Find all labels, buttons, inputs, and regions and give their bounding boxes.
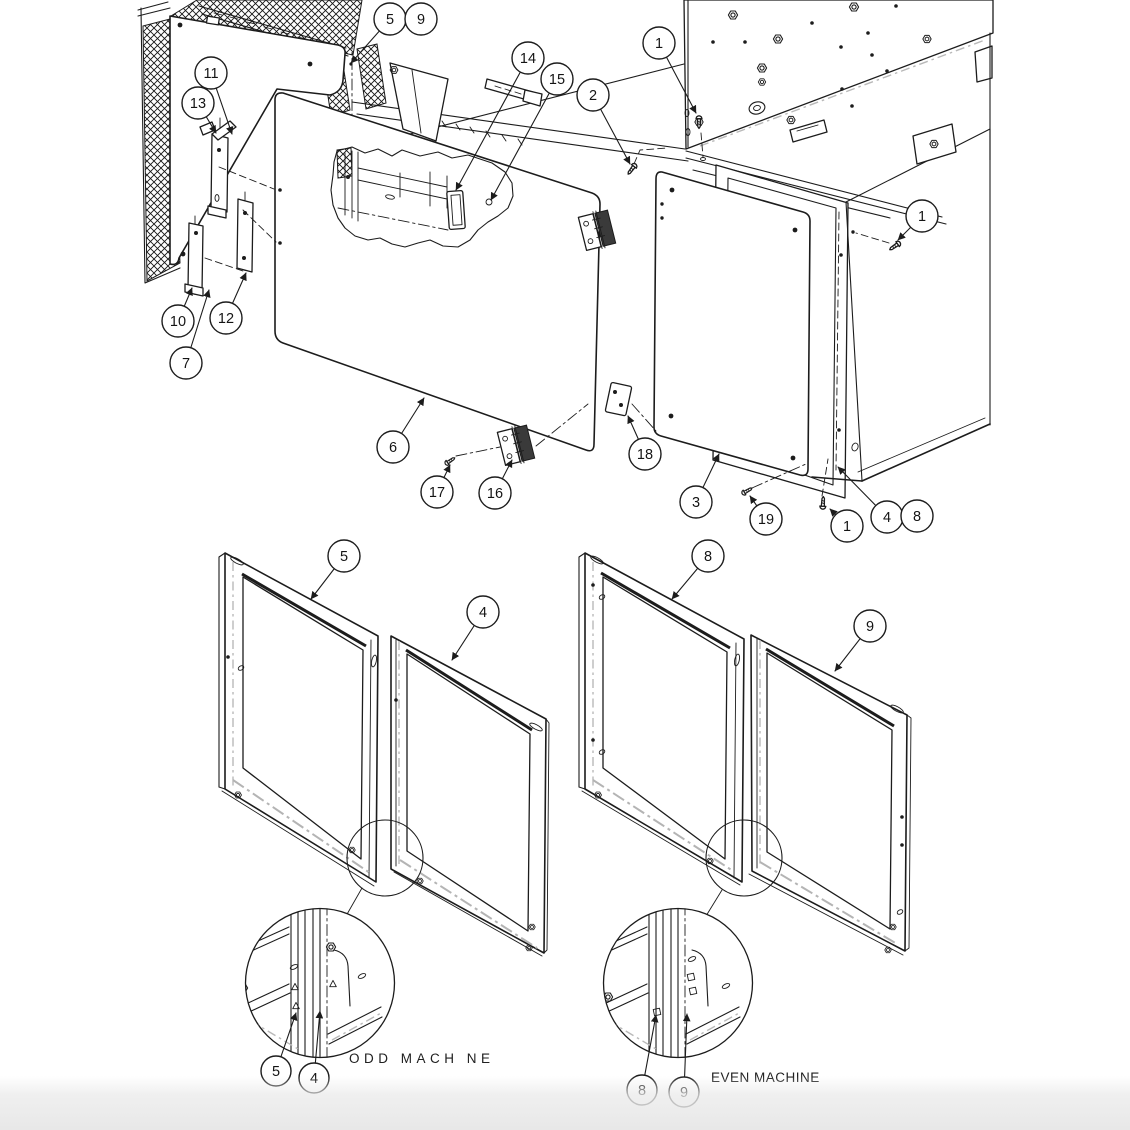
svg-text:11: 11: [203, 66, 218, 82]
hinge-centerline: [535, 403, 589, 447]
svg-text:12: 12: [218, 311, 234, 327]
callout-15: 15: [490, 62, 574, 201]
label-odd-machine: ODD MACH NE: [349, 1051, 495, 1066]
callout-18: 18: [627, 415, 662, 471]
svg-text:10: 10: [170, 314, 186, 330]
svg-text:6: 6: [389, 440, 397, 456]
latch: [748, 101, 766, 115]
frame-5-odd: [218, 552, 379, 887]
detail-connector-even: [705, 889, 723, 917]
svg-text:2: 2: [589, 88, 597, 104]
svg-text:5: 5: [272, 1064, 280, 1080]
bracket-11: [207, 117, 237, 219]
callout-1-top: 1: [642, 26, 697, 114]
callout-14: 14: [455, 41, 545, 191]
svg-text:14: 14: [520, 51, 536, 67]
callout-1-bottom: 1: [829, 508, 864, 543]
detail-connector-odd: [345, 887, 363, 917]
screw-1-top: [695, 115, 706, 161]
svg-text:8: 8: [704, 549, 712, 565]
detail-source-circle-odd: [346, 819, 424, 897]
frame-9-even: [748, 634, 912, 956]
callout-10: 10: [161, 287, 195, 338]
screw-1-bottom: [819, 458, 829, 510]
callout-2: 2: [576, 78, 631, 165]
plate-18: [604, 381, 657, 432]
svg-text:17: 17: [429, 485, 445, 501]
callout-6: 6: [376, 397, 425, 464]
svg-text:9: 9: [866, 619, 874, 635]
callout-7: 7: [169, 289, 211, 380]
rail-clamp: [484, 78, 543, 107]
svg-text:8: 8: [913, 509, 921, 525]
bracket-12: [236, 191, 254, 277]
callout-13: 13: [181, 86, 217, 134]
frame-4-odd: [390, 635, 550, 957]
svg-text:1: 1: [843, 519, 851, 535]
door-panel-6: [274, 92, 601, 452]
cabinet-upper-panel: [683, 0, 994, 161]
mount-box: [912, 123, 957, 165]
callout-8-right: 8: [900, 499, 934, 533]
page-bottom-fade: [0, 1076, 1130, 1130]
svg-text:3: 3: [692, 495, 700, 511]
svg-text:19: 19: [758, 512, 774, 528]
screw-19: [740, 463, 807, 497]
screw-2: [625, 147, 669, 177]
callout-19: 19: [749, 495, 783, 536]
svg-text:7: 7: [182, 356, 190, 372]
svg-text:13: 13: [190, 96, 206, 112]
cabinet-right-side: [789, 119, 991, 482]
callout-5-frame: 5: [310, 539, 361, 600]
detail-circle-odd: [244, 907, 396, 1059]
connector-15: [446, 189, 466, 231]
callout-1-right: 1: [897, 199, 939, 241]
svg-text:4: 4: [883, 510, 891, 526]
callout-3: 3: [679, 453, 720, 519]
svg-text:4: 4: [479, 605, 487, 621]
bracket-10: [184, 215, 204, 299]
hinge-16-bottom: [496, 424, 536, 467]
callout-16: 16: [478, 459, 513, 510]
svg-text:15: 15: [549, 72, 565, 88]
screw-17: [443, 446, 501, 467]
frame-8-even: [578, 552, 745, 886]
assembly-dash-lines: [204, 166, 277, 272]
svg-text:5: 5: [386, 12, 394, 28]
callout-11: 11: [194, 56, 234, 135]
interior-brace: [389, 62, 449, 142]
callout-17: 17: [420, 464, 454, 509]
svg-text:1: 1: [918, 209, 926, 225]
svg-text:16: 16: [487, 486, 503, 502]
callout-9-frame: 9: [834, 609, 887, 672]
detail-source-circle-even: [705, 819, 783, 897]
callout-12: 12: [209, 272, 247, 335]
door-cutout-detail: [330, 146, 514, 248]
svg-text:1: 1: [655, 36, 663, 52]
detail-circle-even: [602, 907, 754, 1059]
callout-9-top: 9: [404, 2, 438, 36]
callout-8-frame: 8: [671, 539, 725, 600]
svg-text:5: 5: [340, 549, 348, 565]
svg-text:9: 9: [417, 12, 425, 28]
screw-1-right: [855, 232, 903, 253]
callout-5-top: 5: [350, 2, 407, 64]
svg-text:18: 18: [637, 447, 653, 463]
panel-3: [653, 171, 811, 477]
hinge-16-top: [577, 209, 617, 252]
callout-4-frame: 4: [451, 595, 500, 661]
